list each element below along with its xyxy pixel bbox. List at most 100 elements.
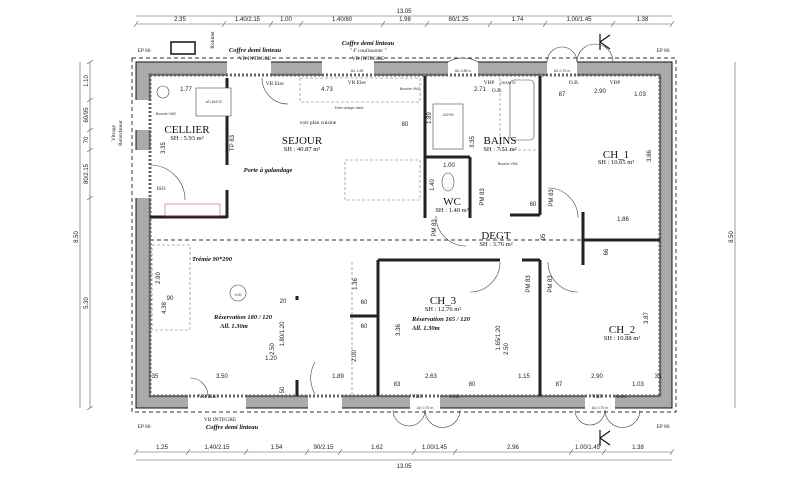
- room-area-ch1: SH : 10.65 m²: [598, 159, 635, 166]
- dimension-tick: [86, 97, 94, 103]
- lintel-outline: [131, 57, 677, 413]
- dim-label: 1.00: [443, 163, 455, 169]
- allege-label: All. 1.30m: [219, 323, 248, 330]
- dim-label: 3.35: [470, 136, 476, 148]
- water-heater: [195, 87, 232, 117]
- dim-label: 60: [361, 300, 368, 306]
- dim-label: 3.36: [396, 324, 402, 336]
- robinet-label: Robinet: [210, 31, 216, 49]
- dim-label: 80: [469, 382, 476, 388]
- dim-label: 87: [559, 92, 566, 98]
- room-name-ch3: CH_3: [430, 295, 457, 307]
- vr-elec-label: VR Elec: [348, 80, 367, 86]
- vbp-label: VBP: [592, 394, 603, 400]
- dim-label: 1.65/1.20: [496, 325, 502, 351]
- annotations: EP 80 EP 80 EP 80 EP 80 Robinet Coffre d…: [111, 31, 670, 431]
- dimension-tick: [133, 448, 139, 456]
- coffre-label: Coffre demi linteau: [342, 40, 395, 47]
- vbp-label: VBP: [484, 80, 495, 86]
- coffre-label: Coffre demi linteau: [206, 424, 259, 431]
- dim-label: 1.89: [332, 374, 344, 380]
- pm83-label: PM 83: [548, 275, 554, 293]
- bottom-dimension: 90/2.15: [313, 445, 334, 451]
- room-name-degt: DEGT: [481, 230, 511, 242]
- room-area-degt: SH : 3.76 m²: [479, 241, 512, 248]
- dimension-tick: [487, 20, 493, 28]
- dimension-tick: [86, 147, 94, 153]
- toilet: [441, 172, 455, 192]
- dim-label: 1.77: [180, 87, 192, 93]
- dim-label: 2.63: [425, 374, 437, 380]
- top-dimension: 1.38: [637, 17, 649, 23]
- dim-label: 3.35: [161, 142, 167, 154]
- left-dimension: 1.10: [84, 75, 90, 87]
- level-marker: [229, 284, 247, 302]
- bottom-dimension: 1.62: [371, 445, 383, 451]
- dim-label: 20: [280, 299, 287, 305]
- room-area-ch3: SH : 12.76 m²: [425, 306, 462, 313]
- vbp-label: VBP: [610, 80, 621, 86]
- vr-integre-label: VR INTEGRE: [239, 56, 272, 62]
- bottom-dimension: 1.00/1.45: [575, 445, 601, 451]
- room-area-ch2: SH : 10.88 m²: [604, 335, 641, 342]
- ep-label: EP 80: [137, 424, 150, 430]
- retardateur-label: Retardateur: [118, 120, 124, 146]
- dimension-tick: [610, 20, 616, 28]
- dim-label: 1.03: [632, 382, 644, 388]
- allege-070-label: All. 0.70 m: [554, 69, 571, 73]
- ep-label: EP 80: [656, 48, 669, 54]
- top-dimension: 1.98: [399, 17, 411, 23]
- dim-label: 1.36: [353, 278, 359, 290]
- dim-label: 2.50: [270, 343, 276, 355]
- dim-label: 1.80/1.20: [280, 321, 286, 347]
- dimension-tick: [542, 20, 548, 28]
- dimension-tick: [568, 448, 574, 456]
- iso-label: ISO: [157, 186, 166, 192]
- dim-label: 3.86: [647, 150, 653, 162]
- bottom-dimension: 1.00/1.45: [422, 445, 448, 451]
- dim-label: 50: [280, 386, 286, 393]
- bottom-dimension: 2.96: [507, 445, 519, 451]
- dim-label: 1.20: [265, 356, 277, 362]
- dim-label: 1.86: [617, 217, 629, 223]
- dim-label: 3.87: [644, 312, 650, 324]
- vr-elec-label: VR Elec: [266, 81, 285, 87]
- top-dimension: 1.00/1.45: [566, 17, 592, 23]
- dim-label: 2.90: [156, 272, 162, 284]
- vr-integre-label: VR INTEGRE: [352, 56, 385, 62]
- coffre-label: Coffre demi linteau: [229, 47, 282, 54]
- pm83-label: PM 83: [549, 189, 555, 207]
- dim-label: 66: [604, 248, 610, 255]
- dim-label: 2.71: [474, 87, 486, 93]
- left-dimension: 5.30: [84, 297, 90, 309]
- ob-label: O.B.: [450, 394, 461, 400]
- ep-label: EP 80: [137, 48, 150, 54]
- vr-elec-label: VR Elec: [199, 394, 218, 400]
- dimension-tick: [411, 448, 417, 456]
- washing-machine: [156, 85, 170, 99]
- dimension-tick: [669, 20, 675, 28]
- dimension-tick: [268, 20, 274, 28]
- left-dimension: 70: [84, 136, 90, 143]
- top-dimension: 1.40/2.15: [235, 17, 261, 23]
- bottom-dimension: 1.25: [156, 445, 168, 451]
- dimension-tick: [185, 448, 191, 456]
- room-name-sejour: SEJOUR: [282, 135, 323, 147]
- room-name-wc: WC: [443, 196, 461, 208]
- top-dimension: 1.74: [512, 17, 524, 23]
- dim-label: 60: [530, 202, 537, 208]
- reservation-label: Réservation 180 / 120: [213, 314, 273, 321]
- left-dimension: 80/2.15: [84, 163, 90, 184]
- dimension-tick: [243, 448, 249, 456]
- dim-label: 90: [167, 296, 174, 302]
- interior-walls: [150, 76, 660, 396]
- dimension-tick: [133, 20, 139, 28]
- top-dimension: 1.40/80: [332, 17, 353, 23]
- coulissante-label: " F coulissante ": [350, 48, 388, 54]
- fixtures: [156, 41, 535, 302]
- room-area-cellier: SH : 5.93 m²: [170, 135, 203, 142]
- dimension-tick: [424, 20, 430, 28]
- dimension-tick: [86, 195, 94, 201]
- left-dimension: 60/95: [84, 107, 90, 123]
- vbp-label: VBP: [412, 394, 423, 400]
